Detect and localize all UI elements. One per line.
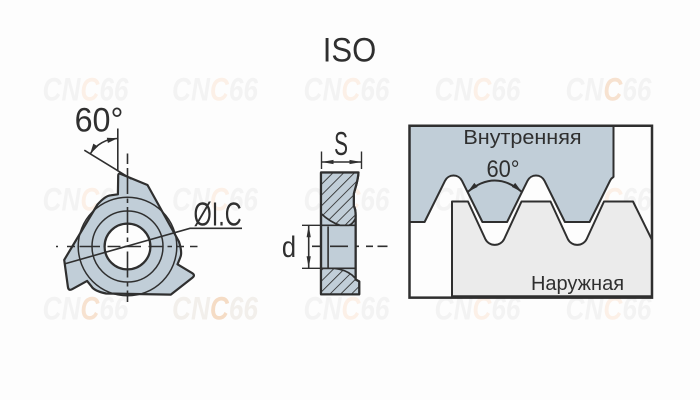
svg-text:CNC66: CNC66 (42, 73, 129, 108)
svg-text:Внутренняя: Внутренняя (463, 127, 581, 149)
svg-text:CNC66: CNC66 (303, 73, 390, 108)
svg-text:CNC66: CNC66 (303, 292, 390, 327)
svg-text:ISO: ISO (323, 30, 376, 69)
svg-text:CNC66: CNC66 (42, 292, 129, 327)
svg-text:CNC66: CNC66 (172, 183, 259, 218)
svg-text:CNC66: CNC66 (434, 73, 521, 108)
svg-text:ØI.C: ØI.C (194, 197, 242, 234)
svg-text:CNC66: CNC66 (565, 73, 652, 108)
svg-text:60°: 60° (75, 102, 124, 140)
svg-text:CNC66: CNC66 (172, 73, 259, 108)
svg-text:Наружная: Наружная (531, 273, 624, 295)
svg-text:60°: 60° (486, 155, 519, 182)
svg-text:S: S (334, 125, 348, 162)
svg-text:CNC66: CNC66 (172, 292, 259, 327)
svg-text:d: d (282, 230, 296, 263)
